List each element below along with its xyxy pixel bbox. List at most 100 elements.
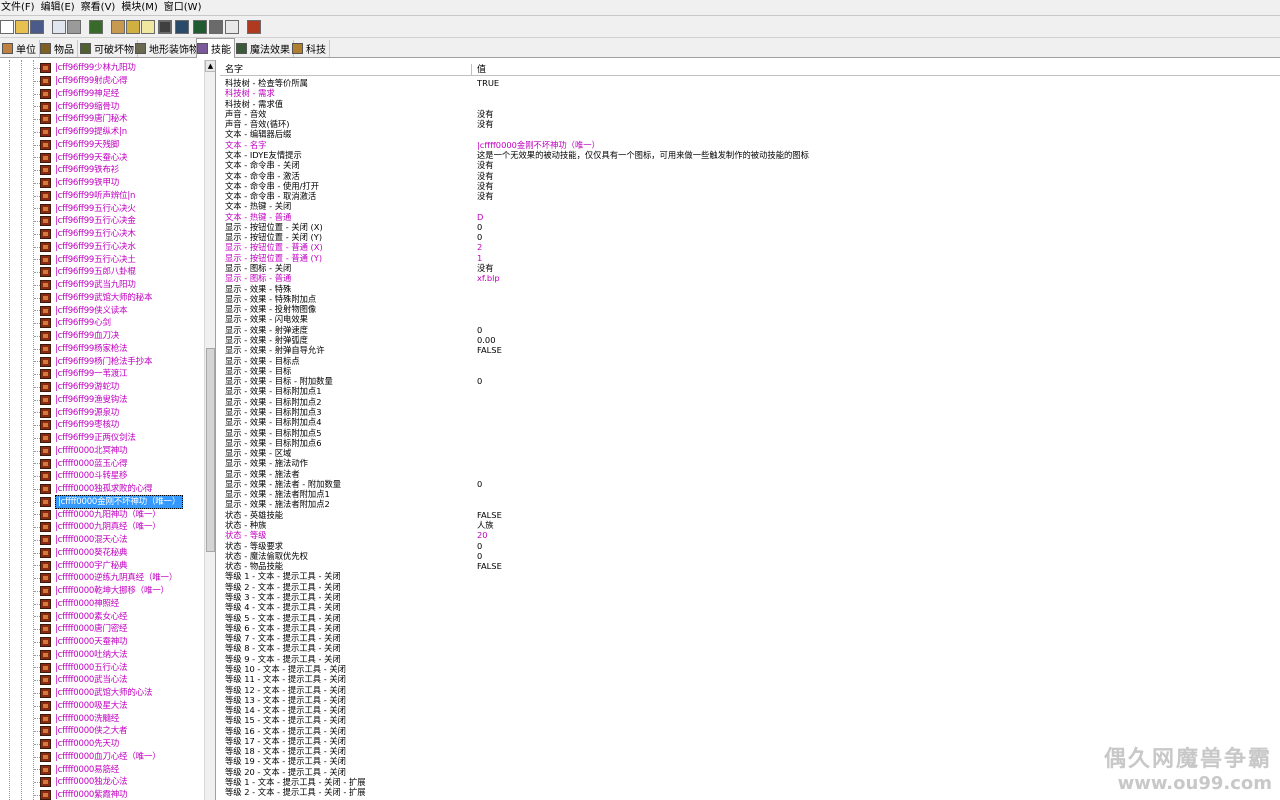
property-value[interactable]: FALSE xyxy=(477,509,502,520)
property-row[interactable]: 等级 2 - 文本 - 提示工具 - 关闭 xyxy=(220,582,1280,592)
property-row[interactable]: 声音 - 音效(循环)没有 xyxy=(220,119,1280,129)
property-value[interactable]: 0 xyxy=(477,540,483,551)
tree-item[interactable]: |cff96ff99五行心决木 xyxy=(34,228,136,241)
property-row[interactable]: 显示 - 效果 - 目标附加点3 xyxy=(220,407,1280,417)
property-row[interactable]: 文本 - 名字|cffff0000金刚不坏神功（唯一） xyxy=(220,140,1280,150)
tree-item[interactable]: |cffff0000易筋经 xyxy=(34,763,119,776)
property-row[interactable]: 显示 - 效果 - 区域 xyxy=(220,448,1280,458)
property-row[interactable]: 文本 - 命令串 - 关闭没有 xyxy=(220,160,1280,170)
property-row[interactable]: 显示 - 效果 - 目标点 xyxy=(220,356,1280,366)
tree-item[interactable]: |cffff0000独龙心法 xyxy=(34,776,128,789)
property-row[interactable]: 显示 - 效果 - 闪电效果 xyxy=(220,314,1280,324)
ai-editor-icon[interactable] xyxy=(175,20,189,34)
property-value[interactable]: 1 xyxy=(477,252,483,263)
menu-view[interactable]: 察看(V) xyxy=(80,1,116,13)
property-value[interactable]: 这是一个无效果的被动技能，仅仅具有一个图标，可用来做一些触发制作的被动技能的图标 xyxy=(477,149,809,160)
property-row[interactable]: 等级 7 - 文本 - 提示工具 - 关闭 xyxy=(220,633,1280,643)
tab-doodads[interactable]: 地形装饰物 xyxy=(135,40,203,57)
property-value[interactable]: 没有 xyxy=(477,170,494,181)
property-row[interactable]: 文本 - 热键 - 关闭 xyxy=(220,201,1280,211)
property-row[interactable]: 显示 - 效果 - 目标附加点4 xyxy=(220,417,1280,427)
open-folder-icon[interactable] xyxy=(15,20,29,34)
tree-item[interactable]: |cffff0000武馆大师的心法 xyxy=(34,687,152,700)
tree-item[interactable]: |cff96ff99杨门枪法手抄本 xyxy=(34,355,152,368)
property-value[interactable]: 0 xyxy=(477,550,483,561)
tree-item[interactable]: |cff96ff99游蛇功 xyxy=(34,381,119,394)
tree-item[interactable]: |cffff0000武当心法 xyxy=(34,674,128,687)
tree-item[interactable]: |cff96ff99天蚕心决 xyxy=(34,151,128,164)
tree-item[interactable]: |cffff0000九阴真经（唯一） xyxy=(34,521,161,534)
property-row[interactable]: 等级 18 - 文本 - 提示工具 - 关闭 xyxy=(220,746,1280,756)
property-row[interactable]: 等级 1 - 文本 - 提示工具 - 关闭 - 扩展 xyxy=(220,777,1280,787)
property-value[interactable]: 没有 xyxy=(477,191,494,202)
column-value-header[interactable]: 值 xyxy=(477,65,487,75)
tree-item[interactable]: |cff96ff99枣核功 xyxy=(34,419,119,432)
property-row[interactable]: 显示 - 效果 - 施法动作 xyxy=(220,458,1280,468)
property-value[interactable]: 0 xyxy=(477,376,483,387)
tree-item[interactable]: |cff96ff99杨家枪法 xyxy=(34,343,128,356)
menu-window[interactable]: 窗口(W) xyxy=(163,1,202,13)
tree-item[interactable]: |cffff0000五行心法 xyxy=(34,661,128,674)
property-value[interactable]: 没有 xyxy=(477,160,494,171)
tree-item[interactable]: |cff96ff99源泉功 xyxy=(34,406,119,419)
column-name-header[interactable]: 名字 xyxy=(225,65,244,75)
property-row[interactable]: 等级 16 - 文本 - 提示工具 - 关闭 xyxy=(220,726,1280,736)
tree-item[interactable]: |cff96ff99心剑 xyxy=(34,317,111,330)
tree-item[interactable]: |cff96ff99正两仪剑法 xyxy=(34,432,136,445)
property-value[interactable]: 2 xyxy=(477,242,483,253)
property-row[interactable]: 等级 5 - 文本 - 提示工具 - 关闭 xyxy=(220,613,1280,623)
tree-item[interactable]: |cff96ff99侠义读本 xyxy=(34,304,128,317)
property-value[interactable]: 0 xyxy=(477,324,483,335)
tree-item[interactable]: |cff96ff99五行心决火 xyxy=(34,202,136,215)
property-value[interactable]: 0 xyxy=(477,232,483,243)
property-value[interactable]: FALSE xyxy=(477,345,502,356)
property-row[interactable]: 等级 10 - 文本 - 提示工具 - 关闭 xyxy=(220,664,1280,674)
property-row[interactable]: 等级 12 - 文本 - 提示工具 - 关闭 xyxy=(220,685,1280,695)
tree-item[interactable]: |cff96ff99渔叟钩法 xyxy=(34,394,128,407)
property-row[interactable]: 显示 - 效果 - 特殊 xyxy=(220,284,1280,294)
property-row[interactable]: 等级 14 - 文本 - 提示工具 - 关闭 xyxy=(220,705,1280,715)
property-value[interactable]: FALSE xyxy=(477,561,502,572)
copy-icon[interactable] xyxy=(52,20,66,34)
property-row[interactable]: 等级 17 - 文本 - 提示工具 - 关闭 xyxy=(220,736,1280,746)
tree-item[interactable]: |cffff0000宇广秘典 xyxy=(34,559,128,572)
tree-item[interactable]: |cffff0000逆练九阴真经（唯一） xyxy=(34,572,177,585)
tree-item[interactable]: |cff96ff99少林九阳功 xyxy=(34,62,136,75)
tree-item[interactable]: |cffff0000葵花秘典 xyxy=(34,547,128,560)
menu-edit[interactable]: 编辑(E) xyxy=(40,1,75,13)
property-value[interactable]: 没有 xyxy=(477,180,494,191)
property-row[interactable]: 等级 20 - 文本 - 提示工具 - 关闭 xyxy=(220,767,1280,777)
tree-item[interactable]: |cff96ff99唐门秘术 xyxy=(34,113,128,126)
tree-item[interactable]: |cff96ff99铁甲功 xyxy=(34,177,119,190)
property-row[interactable]: 显示 - 效果 - 施法者 xyxy=(220,469,1280,479)
menu-file[interactable]: 文件(F) xyxy=(1,1,35,13)
tree-item[interactable]: |cff96ff99武馆大师的秘本 xyxy=(34,292,152,305)
property-row[interactable]: 显示 - 效果 - 施法者附加点2 xyxy=(220,499,1280,509)
property-row[interactable]: 等级 11 - 文本 - 提示工具 - 关闭 xyxy=(220,674,1280,684)
terrain-editor-icon[interactable] xyxy=(89,20,103,34)
property-row[interactable]: 等级 2 - 文本 - 提示工具 - 关闭 - 扩展 xyxy=(220,787,1280,797)
tab-items[interactable]: 物品 xyxy=(40,40,78,57)
tree-item[interactable]: |cffff0000吸星大法 xyxy=(34,700,128,713)
tree-item[interactable]: |cff96ff99五行心决土 xyxy=(34,253,136,266)
property-row[interactable]: 等级 8 - 文本 - 提示工具 - 关闭 xyxy=(220,643,1280,653)
property-row[interactable]: 等级 9 - 文本 - 提示工具 - 关闭 xyxy=(220,654,1280,664)
tree-item[interactable]: |cff96ff99一苇渡江 xyxy=(34,368,128,381)
property-value[interactable]: TRUE xyxy=(477,78,500,88)
property-row[interactable]: 等级 3 - 文本 - 提示工具 - 关闭 xyxy=(220,592,1280,602)
property-row[interactable]: 文本 - 编辑器后缀 xyxy=(220,129,1280,139)
tree-item[interactable]: |cff96ff99五行心决水 xyxy=(34,241,136,254)
property-row[interactable]: 科技树 - 需求 xyxy=(220,88,1280,98)
property-value[interactable]: |cffff0000金刚不坏神功（唯一） xyxy=(477,139,600,150)
property-value[interactable]: xf.blp xyxy=(477,273,500,284)
tree-item[interactable]: |cffff0000混天心法 xyxy=(34,534,128,547)
property-row[interactable]: 显示 - 效果 - 施法者附加点1 xyxy=(220,489,1280,499)
scroll-up-icon[interactable]: ▲ xyxy=(205,60,215,72)
property-row[interactable]: 文本 - 命令串 - 取消激活没有 xyxy=(220,191,1280,201)
sound-editor-icon[interactable] xyxy=(126,20,140,34)
